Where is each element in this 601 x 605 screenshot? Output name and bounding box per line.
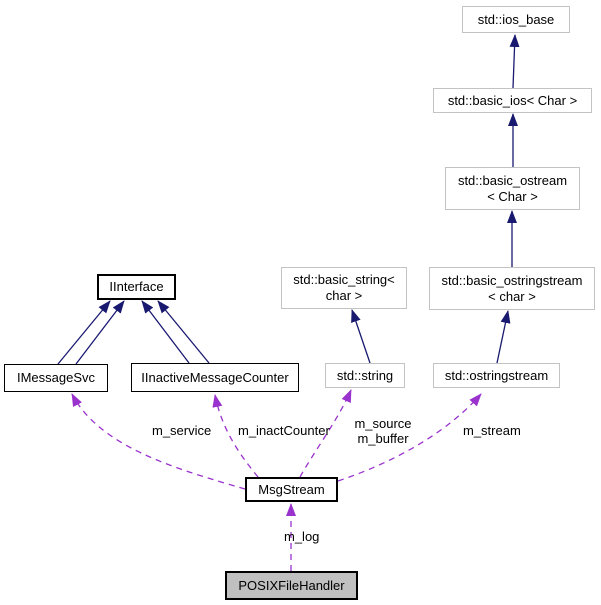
edge-label-m-service: m_service: [152, 423, 211, 438]
node-std-basic-string: std::basic_string<char >: [281, 267, 407, 309]
node-std-basic-ostream: std::basic_ostream< Char >: [445, 167, 580, 210]
node-std-basic-ios: std::basic_ios< Char >: [433, 88, 592, 113]
node-label: MsgStream: [258, 481, 325, 497]
node-std-ios-base: std::ios_base: [462, 6, 570, 33]
node-label: std::basic_ostream: [457, 172, 568, 188]
node-iinterface[interactable]: IInterface: [97, 274, 176, 300]
node-label: std::string: [336, 367, 394, 383]
node-label: std::ostringstream: [444, 367, 549, 383]
node-label: std::basic_ios< Char >: [447, 92, 578, 108]
edge-label-line: m_service: [152, 423, 212, 438]
node-label: char >: [325, 288, 363, 303]
node-iinactivemessagecounter[interactable]: IInactiveMessageCounter: [131, 363, 299, 392]
node-label: IInterface: [109, 279, 164, 294]
edge-label-m-log: m_log: [284, 529, 319, 544]
node-std-ostringstream: std::ostringstream: [433, 363, 560, 388]
node-label: std::basic_ostringstream: [441, 272, 583, 288]
node-std-string: std::string: [325, 363, 405, 388]
node-std-basic-ostringstream: std::basic_ostringstream< char >: [429, 267, 595, 310]
edge-label-line: m_log: [284, 529, 320, 544]
node-label: < char >: [488, 288, 536, 304]
node-label: std::basic_string<: [293, 272, 395, 287]
edge-label-line: m_source: [354, 416, 412, 431]
edge-label-m-stream: m_stream: [463, 423, 521, 438]
edge-label-line: m_stream: [463, 423, 521, 438]
node-label: < Char >: [487, 188, 538, 204]
node-label: IInactiveMessageCounter: [141, 369, 289, 385]
edge-label-m-inactCounter: m_inactCounter: [238, 423, 330, 438]
node-msgstream[interactable]: MsgStream: [245, 477, 338, 502]
node-posixfilehandler: POSIXFileHandler: [225, 571, 358, 600]
node-label: IMessageSvc: [16, 370, 96, 385]
edge-label-line: m_inactCounter: [238, 423, 330, 438]
edge-label-line: m_buffer: [357, 431, 409, 446]
node-imessagesvc[interactable]: IMessageSvc: [4, 364, 108, 392]
node-label: std::ios_base: [477, 11, 555, 27]
node-label: POSIXFileHandler: [238, 577, 345, 593]
